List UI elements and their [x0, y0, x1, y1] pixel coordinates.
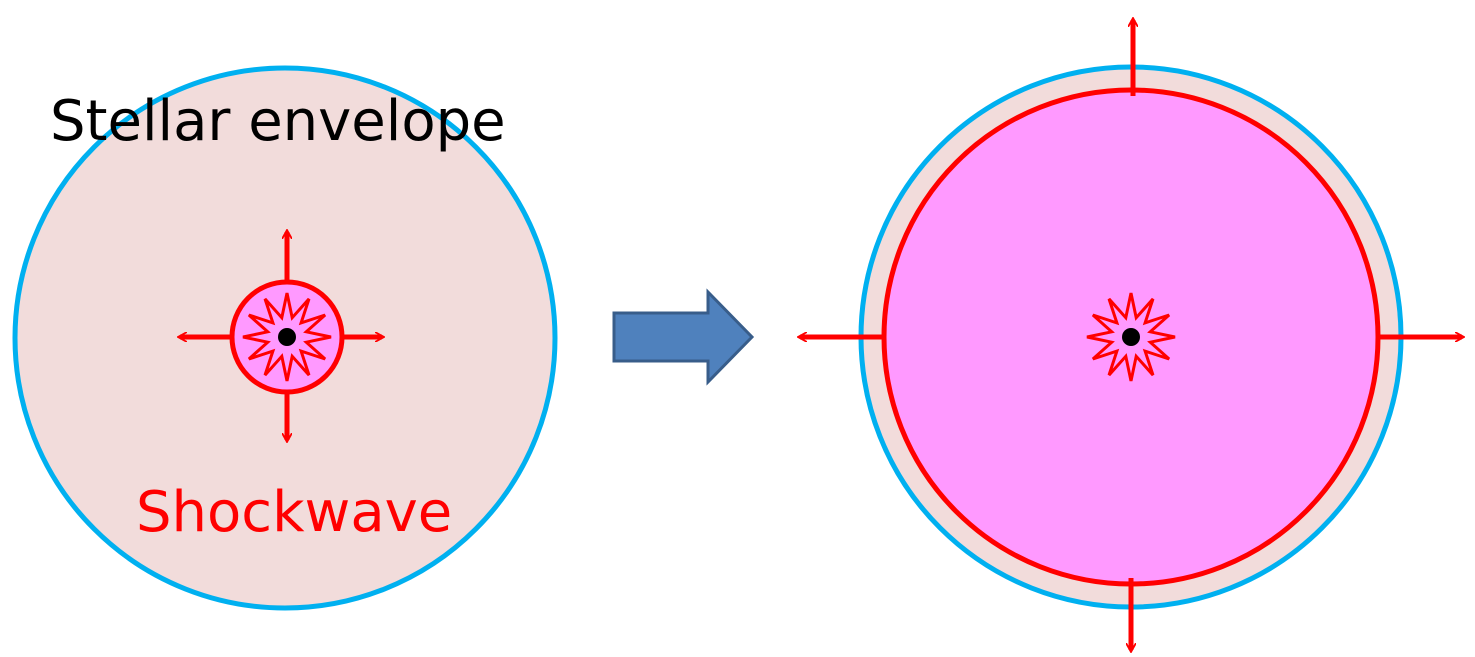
late-stage-panel — [800, 20, 1462, 650]
early-stage-panel: Stellar envelope Shockwave — [12, 65, 558, 611]
right-arrow-icon — [612, 288, 755, 386]
transition-arrow — [612, 288, 755, 386]
small-shock-arrows — [180, 232, 382, 440]
stellar-envelope-label: Stellar envelope — [50, 89, 506, 154]
shockwave-label: Shockwave — [136, 480, 452, 545]
large-shock-arrows — [800, 20, 1462, 650]
starburst-icon — [1086, 292, 1176, 382]
starburst-icon — [242, 292, 332, 382]
core-dot — [278, 328, 296, 346]
core-dot — [1122, 328, 1140, 346]
